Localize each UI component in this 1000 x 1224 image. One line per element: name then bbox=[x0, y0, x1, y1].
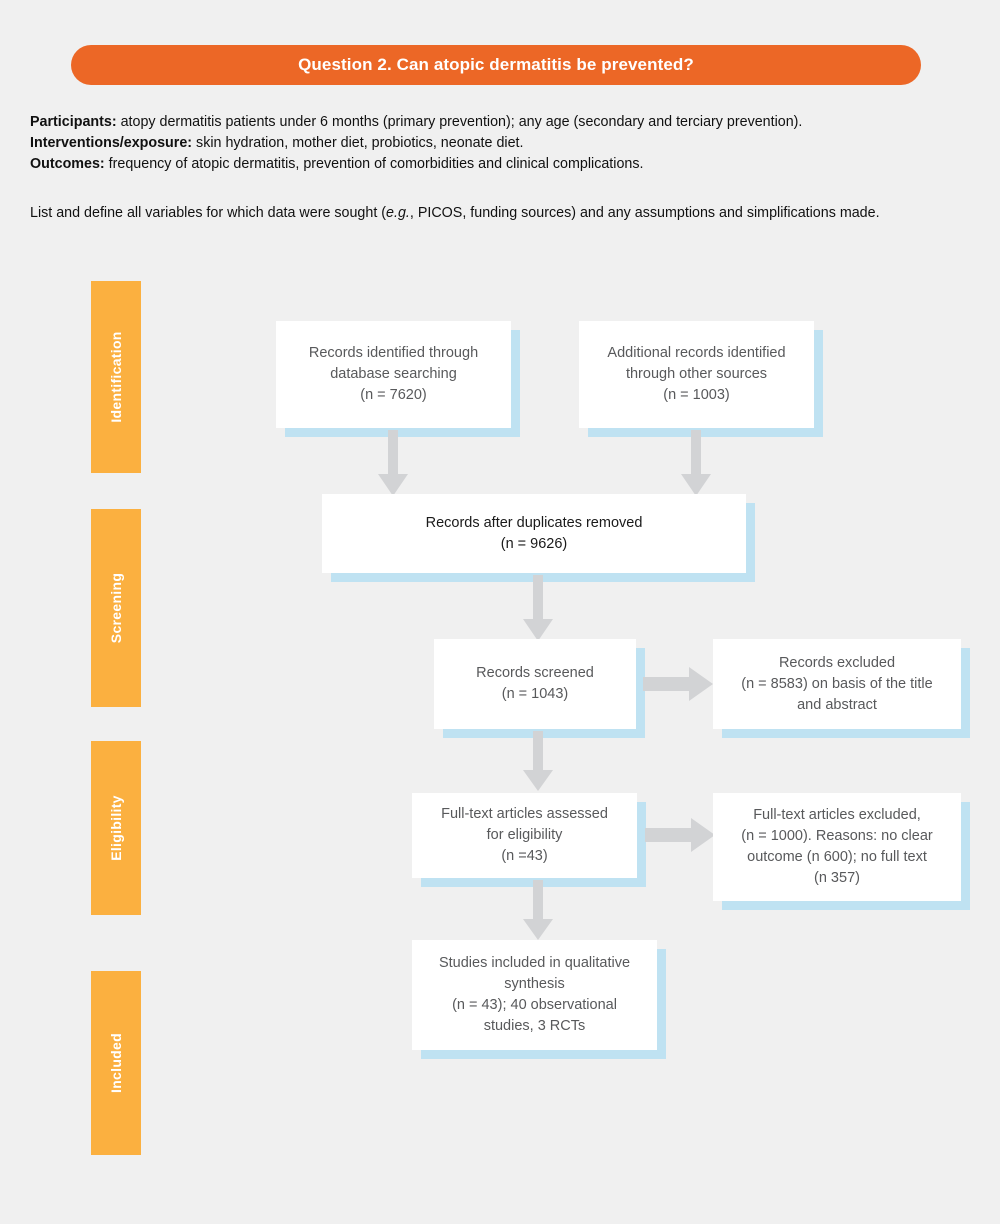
variables-note-part-b: , PICOS, funding sources) and any assump… bbox=[409, 205, 880, 221]
node-fulltext-assessed: Full-text articles assessed for eligibil… bbox=[412, 793, 637, 878]
question-banner: Question 2. Can atopic dermatitis be pre… bbox=[71, 45, 921, 85]
variables-note-emphasis: e.g. bbox=[386, 205, 410, 221]
arrow-right-assessed-to-excluded bbox=[645, 818, 715, 852]
stage-bar-screening: Screening bbox=[91, 509, 141, 707]
node-records-after-duplicates: Records after duplicates removed (n = 96… bbox=[322, 494, 746, 573]
participants-line: Participants: atopy dermatitis patients … bbox=[30, 112, 980, 133]
pico-summary: Participants: atopy dermatitis patients … bbox=[30, 112, 980, 175]
node-records-other-sources-text: Additional records identified through ot… bbox=[607, 345, 786, 403]
interventions-line: Interventions/exposure: skin hydration, … bbox=[30, 133, 980, 154]
outcomes-text: frequency of atopic dermatitis, preventi… bbox=[104, 156, 644, 172]
stage-bar-identification: Identification bbox=[91, 281, 141, 473]
participants-label: Participants: bbox=[30, 114, 117, 130]
node-records-database: Records identified through database sear… bbox=[276, 321, 511, 428]
page-title: Question 2. Can atopic dermatitis be pre… bbox=[298, 55, 694, 74]
node-fulltext-excluded: Full-text articles excluded, (n = 1000).… bbox=[713, 793, 961, 901]
arrow-right-screened-to-excluded bbox=[643, 667, 713, 701]
stage-label-eligibility: Eligibility bbox=[108, 795, 124, 861]
interventions-label: Interventions/exposure: bbox=[30, 135, 193, 151]
stage-label-included: Included bbox=[108, 1033, 124, 1093]
node-records-after-duplicates-text: Records after duplicates removed (n = 96… bbox=[425, 514, 643, 552]
node-studies-included: Studies included in qualitative synthesi… bbox=[412, 940, 657, 1050]
participants-text: atopy dermatitis patients under 6 months… bbox=[116, 114, 803, 130]
node-records-other-sources: Additional records identified through ot… bbox=[579, 321, 814, 428]
stage-bar-eligibility: Eligibility bbox=[91, 741, 141, 915]
node-fulltext-excluded-text: Full-text articles excluded, (n = 1000).… bbox=[741, 807, 933, 886]
node-records-screened: Records screened (n = 1043) bbox=[434, 639, 636, 729]
node-records-screened-text: Records screened (n = 1043) bbox=[476, 665, 594, 702]
arrow-down-assessed-to-included bbox=[523, 880, 553, 940]
outcomes-label: Outcomes: bbox=[30, 156, 105, 172]
arrow-down-dedup-to-screened bbox=[523, 575, 553, 641]
arrow-down-other-to-dedup bbox=[681, 430, 711, 496]
node-records-excluded: Records excluded (n = 8583) on basis of … bbox=[713, 639, 961, 729]
variables-note-part-a: List and define all variables for which … bbox=[30, 205, 387, 221]
outcomes-line: Outcomes: frequency of atopic dermatitis… bbox=[30, 154, 980, 175]
interventions-text: skin hydration, mother diet, probiotics,… bbox=[192, 135, 524, 151]
node-fulltext-assessed-text: Full-text articles assessed for eligibil… bbox=[441, 806, 608, 864]
arrow-down-screened-to-fulltext bbox=[523, 731, 553, 791]
node-records-database-text: Records identified through database sear… bbox=[308, 345, 479, 403]
variables-note: List and define all variables for which … bbox=[30, 203, 985, 224]
stage-bar-included: Included bbox=[91, 971, 141, 1155]
node-studies-included-text: Studies included in qualitative synthesi… bbox=[438, 955, 631, 1034]
node-records-excluded-text: Records excluded (n = 8583) on basis of … bbox=[741, 654, 933, 713]
arrow-down-database-to-dedup bbox=[378, 430, 408, 496]
stage-label-screening: Screening bbox=[108, 572, 124, 644]
stage-label-identification: Identification bbox=[108, 331, 124, 423]
